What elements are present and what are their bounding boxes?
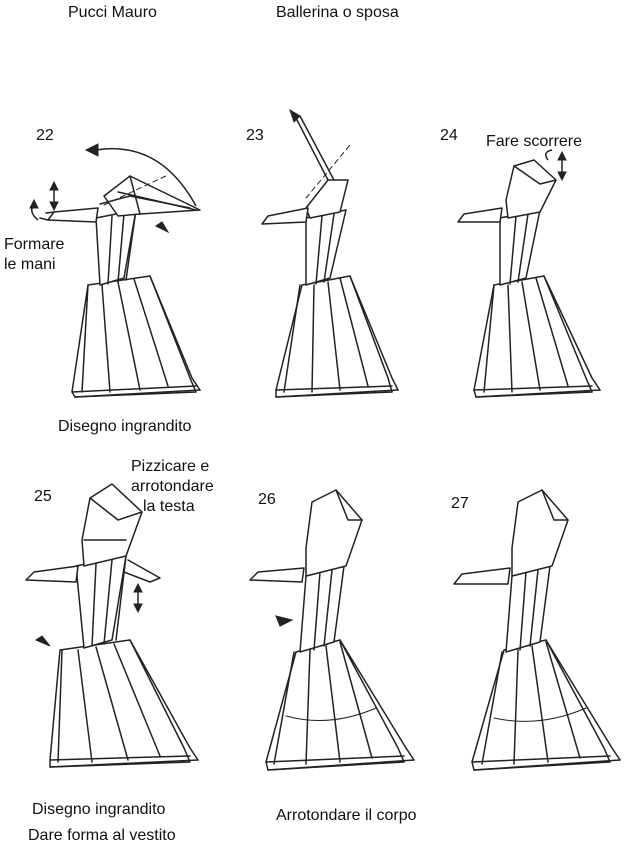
note-formare: Formare xyxy=(4,236,65,253)
step-number-26: 26 xyxy=(258,491,276,508)
step-number-25: 25 xyxy=(34,488,52,505)
arrows-step-26 xyxy=(275,615,294,627)
note-le-mani: le mani xyxy=(4,256,56,273)
note-arrotondare: arrotondare xyxy=(131,478,214,495)
caption-row2-mid: Arrotondare il corpo xyxy=(276,807,417,824)
arrows-step-23 xyxy=(289,108,301,123)
step-number-23: 23 xyxy=(246,127,264,144)
figure-step-26 xyxy=(249,489,415,771)
caption-row1: Disegno ingrandito xyxy=(58,418,192,435)
note-pizzicare: Pizzicare e xyxy=(131,458,210,475)
caption-row2-left: Disegno ingrandito xyxy=(32,801,166,818)
caption-row2-left-2: Dare forma al vestito xyxy=(28,827,176,844)
step-number-22: 22 xyxy=(36,127,54,144)
figure-step-24 xyxy=(457,159,601,398)
figure-step-27 xyxy=(453,489,621,771)
note-la-testa: la testa xyxy=(143,498,195,515)
author-name: Pucci Mauro xyxy=(68,4,157,21)
arrows-step-24 xyxy=(545,149,567,182)
arrows-step-25 xyxy=(34,582,143,647)
arrows-step-22 xyxy=(29,143,197,234)
diagram-title: Ballerina o sposa xyxy=(276,4,399,21)
step-number-24: 24 xyxy=(440,127,458,144)
figure-step-23 xyxy=(261,115,399,398)
step-number-27: 27 xyxy=(451,495,469,512)
note-fare-scorrere: Fare scorrere xyxy=(486,133,583,150)
figure-step-22 xyxy=(39,174,201,398)
figure-step-25 xyxy=(25,483,199,768)
